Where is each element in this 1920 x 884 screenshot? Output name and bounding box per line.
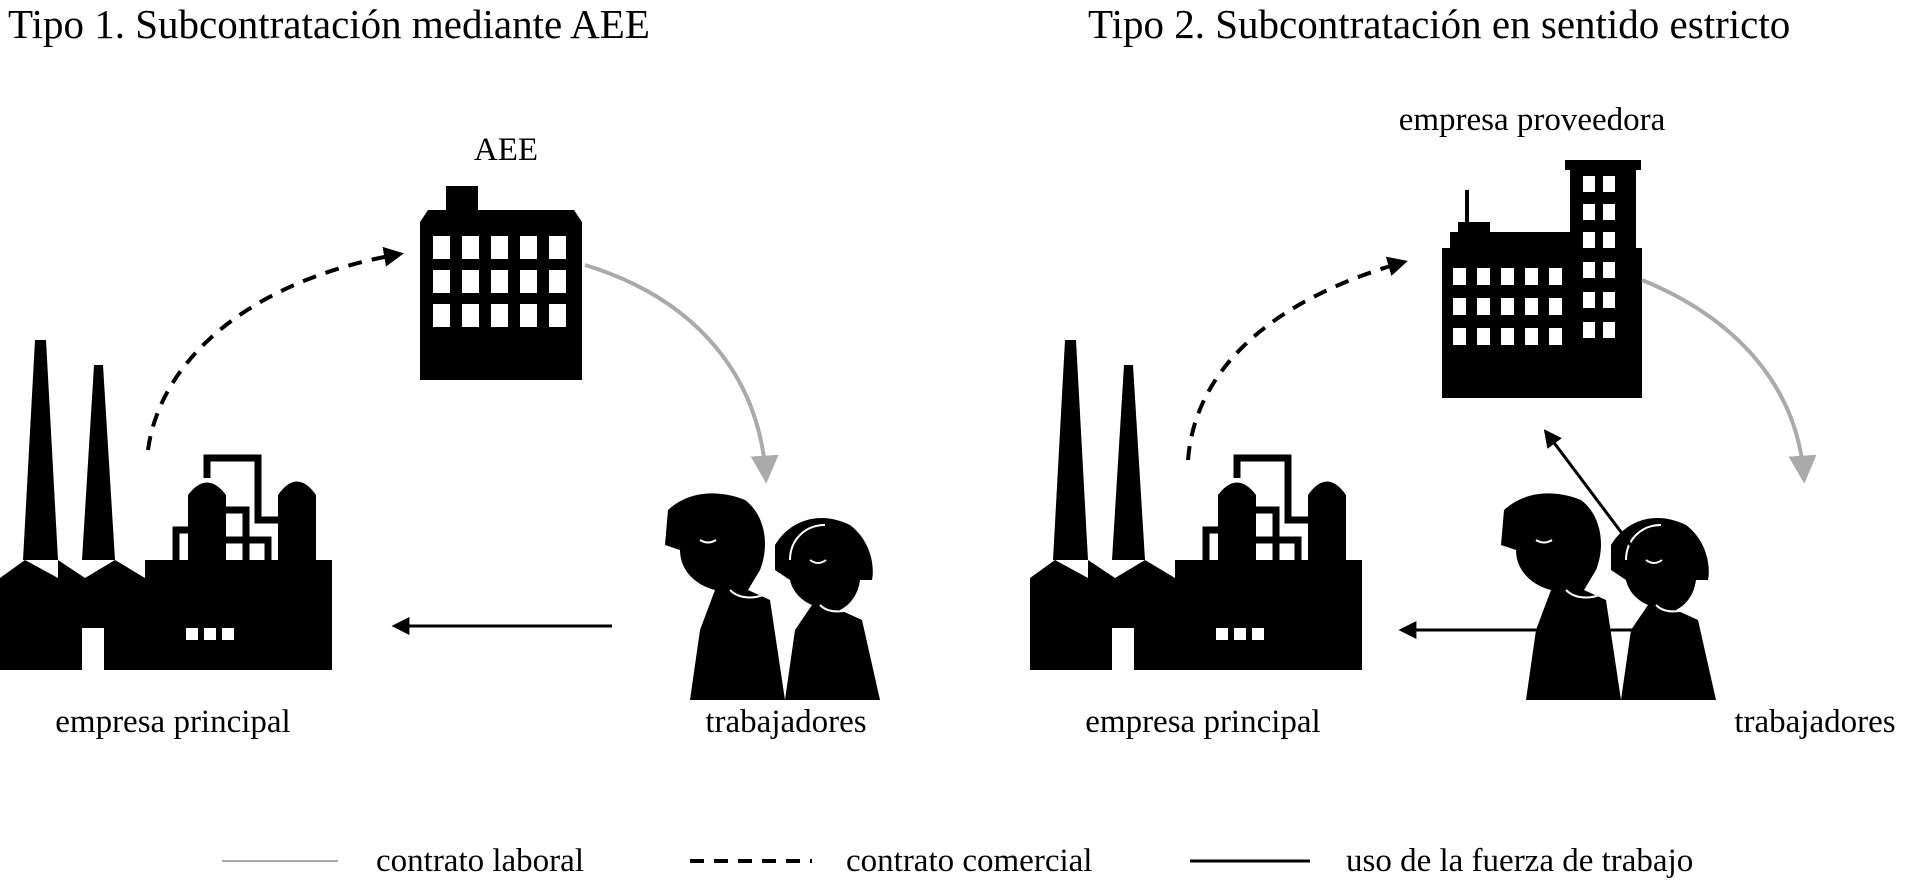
legend-workforce-use-label: uso de la fuerza de trabajo <box>1346 843 1693 879</box>
panel-1-labor-contract-arrow <box>584 263 779 484</box>
panel-2-workforce-use-to-supplier-arrow <box>1543 429 1674 601</box>
panel-2-workers-label: trabajadores <box>1734 704 1895 740</box>
panel-2-title: Tipo 2. Subcontratación en sentido estri… <box>1088 1 1790 47</box>
panel-1-company-label: empresa principal <box>55 704 290 740</box>
panel-2-company-label: empresa principal <box>1085 704 1320 740</box>
workers-icon <box>1500 492 1717 701</box>
legend: contrato laboral contrato comercial uso … <box>222 843 1693 879</box>
office-building-icon <box>420 186 582 380</box>
panel-1-commercial-contract-arrow <box>146 246 404 451</box>
panel-2-intermediary-label: empresa proveedora <box>1399 102 1666 138</box>
panel-2-labor-contract-arrow <box>1641 278 1817 484</box>
workers-icon <box>664 492 881 701</box>
industrial-building-icon <box>1442 160 1642 398</box>
factory-icon <box>1030 340 1362 670</box>
panel-1-workers-label: trabajadores <box>705 704 866 740</box>
legend-labor-contract-label: contrato laboral <box>376 843 584 879</box>
panel-1: Tipo 1. Subcontratación mediante AEE AEE… <box>0 1 881 740</box>
panel-1-intermediary-label: AEE <box>474 132 538 168</box>
panel-1-title: Tipo 1. Subcontratación mediante AEE <box>8 1 650 47</box>
panel-2-commercial-contract-arrow <box>1186 256 1408 461</box>
panel-2: Tipo 2. Subcontratación en sentido estri… <box>1030 1 1896 740</box>
factory-icon <box>0 340 332 670</box>
legend-commercial-contract-label: contrato comercial <box>846 843 1092 879</box>
